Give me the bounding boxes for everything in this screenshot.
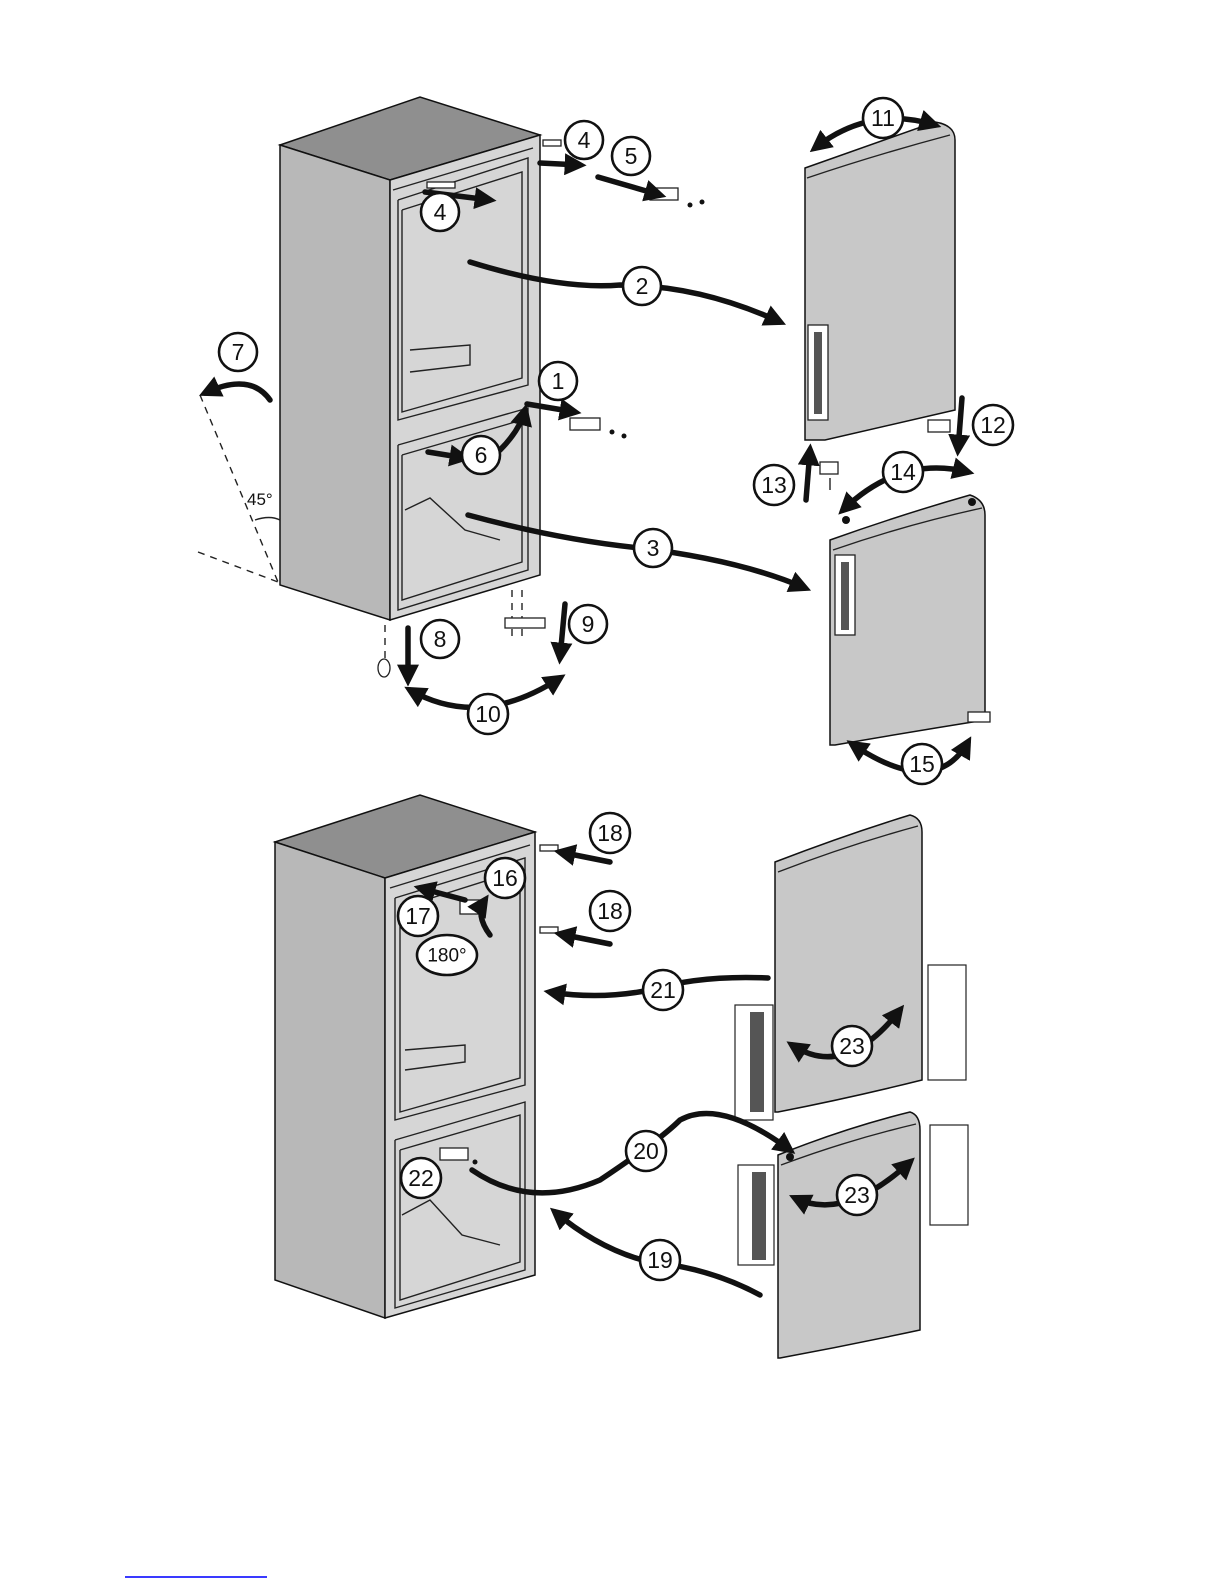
callout-label: 1 (552, 368, 565, 394)
callout-label: 23 (844, 1182, 870, 1208)
callout-label: 21 (650, 977, 676, 1003)
plug-icon (842, 516, 850, 524)
top-fridge-door-removed (830, 495, 990, 745)
cabinet-side-face (275, 842, 385, 1318)
top-fridge-cabinet (280, 97, 540, 620)
callout-label: 18 (597, 820, 623, 846)
callout-15: 15 (902, 744, 942, 784)
angle-label: 45° (247, 490, 273, 509)
cover-plug-icon (540, 845, 558, 851)
screw-icon (610, 430, 615, 435)
callout-6: 6 (462, 436, 500, 474)
callout-label: 5 (625, 143, 638, 169)
callout-label: 7 (232, 339, 245, 365)
callout-label: 20 (633, 1138, 659, 1164)
arrow-icon (806, 450, 810, 500)
callout-label: 22 (408, 1165, 434, 1191)
arrow-icon (560, 852, 610, 862)
hinge-icon (440, 1148, 468, 1160)
callout-label: 11 (871, 105, 895, 131)
callout-label: 13 (761, 472, 787, 498)
plug-icon (968, 498, 976, 506)
screw-icon (473, 1160, 478, 1165)
callout-2: 2 (623, 267, 661, 305)
hinge-icon (570, 418, 600, 430)
callout-10: 10 (468, 694, 508, 734)
arrow-icon (598, 177, 660, 195)
callout-label: 15 (909, 751, 935, 777)
callout-5: 5 (612, 137, 650, 175)
callout-label: 4 (434, 199, 447, 225)
arrow-icon (540, 163, 580, 165)
arrow-icon (560, 934, 610, 944)
callout-18a: 18 (590, 813, 630, 853)
callout-23a: 23 (832, 1026, 872, 1066)
callout-label: 19 (647, 1247, 673, 1273)
callout-4a: 4 (565, 121, 603, 159)
hinge-icon (928, 420, 950, 432)
screw-icon (622, 434, 627, 439)
screw-icon (688, 203, 693, 208)
cover-plug-icon (540, 927, 558, 933)
callout-9: 9 (569, 605, 607, 643)
handle-icon (930, 1125, 968, 1225)
callout-16: 16 (485, 858, 525, 898)
callout-label: 12 (980, 412, 1006, 438)
callout-label: 4 (578, 127, 591, 153)
cabinet-logo-strip (427, 182, 455, 188)
callout-8: 8 (421, 620, 459, 658)
callout-label: 6 (475, 442, 488, 468)
callout-1: 1 (539, 362, 577, 400)
top-freezer-door-removed (805, 122, 955, 490)
bottom-small-parts (540, 845, 558, 933)
callout-label: 14 (890, 459, 916, 485)
footer-link-underline (125, 1576, 267, 1578)
callout-21: 21 (643, 970, 683, 1010)
door-panel (775, 815, 922, 1112)
handle-icon (928, 965, 966, 1080)
cover-plug-icon (543, 140, 561, 146)
callout-label: 8 (434, 626, 447, 652)
callout-180-degrees: 180° (417, 935, 477, 975)
callout-label: 16 (492, 865, 518, 891)
callout-label: 180° (427, 946, 466, 967)
arrow-icon (205, 384, 270, 400)
callout-17: 17 (398, 896, 438, 936)
callout-23b: 23 (837, 1175, 877, 1215)
bottom-fridge-door-mounted (738, 1112, 968, 1358)
callout-4b: 4 (421, 193, 459, 231)
arrow-icon (560, 604, 565, 658)
callout-label: 18 (597, 898, 623, 924)
hinge-icon (820, 462, 838, 474)
callout-label: 2 (636, 273, 649, 299)
hinge-icon (968, 712, 990, 722)
foot-icon (378, 659, 390, 677)
callout-label: 10 (475, 701, 501, 727)
callout-label: 3 (647, 535, 660, 561)
callout-13: 13 (754, 465, 794, 505)
callout-14: 14 (883, 452, 923, 492)
door-panel (778, 1112, 920, 1358)
bottom-freezer-door-mounted (735, 815, 966, 1120)
callout-12: 12 (973, 405, 1013, 445)
cabinet-front-face (390, 135, 540, 620)
callout-11: 11 (863, 98, 903, 138)
plug-icon (786, 1153, 794, 1161)
hinge-icon (505, 618, 545, 628)
callout-label: 23 (839, 1033, 865, 1059)
callout-label: 9 (582, 611, 595, 637)
callout-7: 7 (219, 333, 257, 371)
tilt-angle-indicator: 45° (198, 395, 280, 582)
callout-18b: 18 (590, 891, 630, 931)
callout-22: 22 (401, 1158, 441, 1198)
screw-icon (700, 200, 705, 205)
cabinet-side-face (280, 145, 390, 620)
callout-20: 20 (626, 1131, 666, 1171)
callout-3: 3 (634, 529, 672, 567)
callout-label: 17 (405, 903, 431, 929)
callout-19: 19 (640, 1240, 680, 1280)
arrow-icon (958, 398, 962, 450)
